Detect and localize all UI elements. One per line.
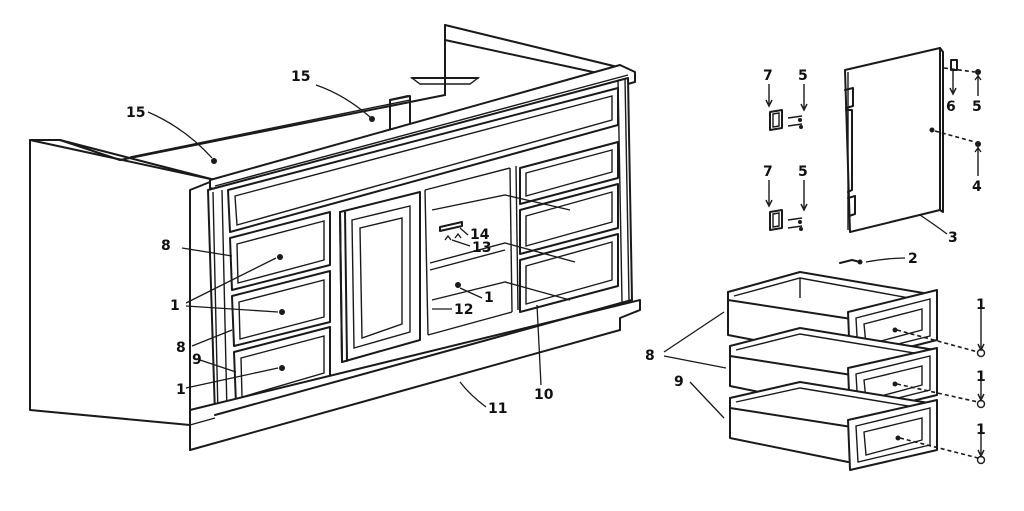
callout-1-lower: 1 xyxy=(176,382,186,398)
callout-6: 6 xyxy=(946,99,956,115)
door-hardware xyxy=(765,59,982,265)
callout-5-door: 5 xyxy=(972,99,982,115)
hinge-lower xyxy=(769,209,803,231)
callout-1-upper: 1 xyxy=(170,298,180,314)
callout-1-drawer-bottom: 1 xyxy=(976,422,986,438)
callout-9-cabinet: 9 xyxy=(192,352,202,368)
callout-15-left: 15 xyxy=(126,105,145,121)
callout-3: 3 xyxy=(948,230,958,246)
callout-8-upper: 8 xyxy=(161,238,171,254)
callout-10: 10 xyxy=(534,387,554,403)
callout-5-upper-hinge: 5 xyxy=(798,68,808,84)
loose-drawer-leaders xyxy=(663,311,727,419)
callout-1-shelf: 1 xyxy=(484,290,494,306)
callout-13: 13 xyxy=(472,240,491,256)
cabinet-leaders xyxy=(147,84,542,408)
callout-15-top: 15 xyxy=(291,69,310,85)
drawer-screws xyxy=(896,300,986,465)
callout-5-lower-hinge: 5 xyxy=(798,164,808,180)
callout-2: 2 xyxy=(908,251,918,267)
callout-12: 12 xyxy=(454,302,473,318)
vanity-cabinet xyxy=(29,24,641,451)
vanity-door xyxy=(844,47,944,233)
cabinet-pulls xyxy=(211,116,461,371)
callout-14: 14 xyxy=(470,227,490,243)
callout-9-drawer: 9 xyxy=(674,374,684,390)
callout-7-upper: 7 xyxy=(763,68,773,84)
callout-1-drawer-middle: 1 xyxy=(976,369,986,385)
loose-drawer-bottom xyxy=(729,381,938,471)
callout-4: 4 xyxy=(972,179,982,195)
callout-8-drawers: 8 xyxy=(645,348,655,364)
callout-1-drawer-top: 1 xyxy=(976,297,986,313)
callout-11: 11 xyxy=(488,401,507,417)
callout-labels: 15 15 8 1 8 9 1 11 10 12 1 13 14 7 5 7 5… xyxy=(126,68,986,438)
callout-7-lower: 7 xyxy=(763,164,773,180)
hinge-upper xyxy=(769,109,803,131)
callout-8-lower: 8 xyxy=(176,340,186,356)
